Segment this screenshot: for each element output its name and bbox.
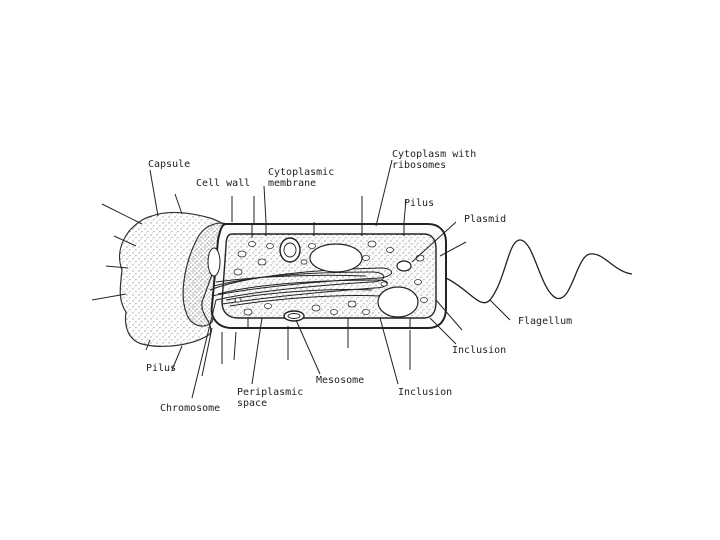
label-cytoplasm: Cytoplasm with ribosomes <box>392 149 477 171</box>
inclusion-bottom <box>377 286 419 318</box>
label-inclusion-right: Inclusion <box>452 345 507 356</box>
flagellum <box>445 239 633 304</box>
inclusion-top <box>309 243 363 273</box>
label-chromosome: Chromosome <box>160 403 221 414</box>
label-periplasmic-space: Periplasmic space <box>237 387 304 409</box>
plasmid <box>396 260 412 272</box>
label-cytoplasmic-membrane: Cytoplasmic membrane <box>268 167 335 189</box>
label-pilus-left: Pilus <box>146 363 177 374</box>
label-capsule: Capsule <box>148 159 191 170</box>
label-pilus-top: Pilus <box>404 198 435 209</box>
label-inclusion-bottom: Inclusion <box>398 387 453 398</box>
label-mesosome: Mesosome <box>316 375 365 386</box>
label-plasmid: Plasmid <box>464 214 507 225</box>
label-flagellum: Flagellum <box>518 316 573 327</box>
ribosome-granules <box>233 240 428 316</box>
mesosome <box>279 237 305 322</box>
leader-lines <box>91 159 511 399</box>
pili <box>247 222 411 328</box>
inclusion-left <box>207 247 221 277</box>
label-cell-wall: Cell wall <box>196 178 251 189</box>
